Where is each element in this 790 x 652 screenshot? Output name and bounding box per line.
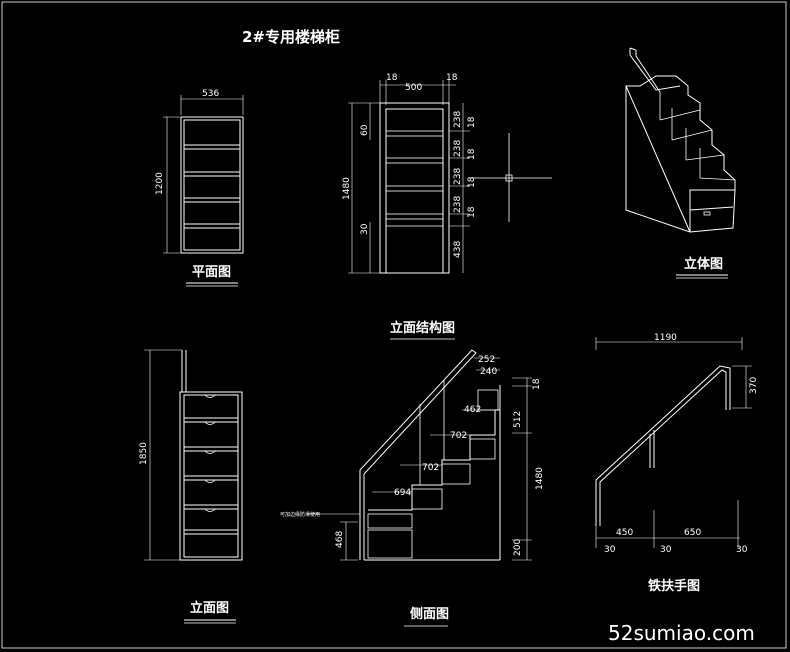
es-left-60-dim: 60 [360,124,370,136]
elev-height-dim: 1850 [139,442,149,465]
hr-650-dim: 650 [684,528,701,538]
side-462-dim: 462 [464,405,481,415]
es-title: 立面结构图 [390,320,455,336]
hr-450-dim: 450 [616,528,633,538]
side-view: 252 240 462 702 702 694 18 512 1480 200 … [280,349,545,627]
side-512-dim: 512 [513,411,523,428]
es-right-18-c: 18 [467,176,477,188]
main-title: 2#专用楼梯柜 [242,28,340,46]
side-title: 侧面图 [410,606,449,622]
plan-height-dim: 1200 [155,172,165,195]
hr-1190-dim: 1190 [654,333,677,343]
plan-title: 平面图 [192,265,231,280]
side-240-dim: 240 [480,367,497,377]
elev-title: 立面图 [190,600,229,616]
side-18-dim: 18 [532,378,542,390]
es-left-30-dim: 30 [360,223,370,235]
es-right-18-a: 18 [467,116,477,128]
plan-view: 536 1200 平面图 [155,89,244,287]
watermark: 52sumiao.com [608,621,755,645]
side-702b-dim: 702 [422,463,439,473]
crosshair-marker [470,133,552,222]
handrail-view: 1190 370 450 650 30 30 30 铁扶手图 [595,333,759,594]
es-top-right-dim: 18 [446,73,458,83]
hr-370-dim: 370 [749,377,759,394]
side-468-dim: 468 [335,531,345,548]
hr-30c-dim: 30 [736,545,748,555]
es-right-18-d: 18 [467,206,477,218]
es-top-left-dim: 18 [386,73,398,83]
elevation-view: 1850 立面图 [139,349,243,624]
side-1480-dim: 1480 [535,467,545,490]
es-right-238-b: 238 [453,140,463,157]
side-note: 可加边缘防滑使用 [280,511,320,518]
elevation-structure-view: 18 500 18 1480 60 30 238 18 238 18 238 1… [342,73,552,340]
hr-title: 铁扶手图 [647,578,700,594]
side-694-dim: 694 [394,488,411,498]
es-right-438: 438 [453,241,463,258]
es-left-1480-dim: 1480 [342,177,352,200]
hr-30a-dim: 30 [604,545,616,555]
iso-title: 立体图 [684,256,723,272]
side-702a-dim: 702 [450,431,467,441]
plan-width-dim: 536 [202,89,219,99]
es-right-238-c: 238 [453,168,463,185]
iso-view: 立体图 [625,47,736,279]
es-right-238-a: 238 [453,111,463,128]
es-right-18-b: 18 [467,148,477,160]
side-200-dim: 200 [513,539,523,556]
hr-30b-dim: 30 [660,545,672,555]
side-252-dim: 252 [478,355,495,365]
es-top-mid-dim: 500 [405,83,422,93]
es-right-238-d: 238 [453,196,463,213]
